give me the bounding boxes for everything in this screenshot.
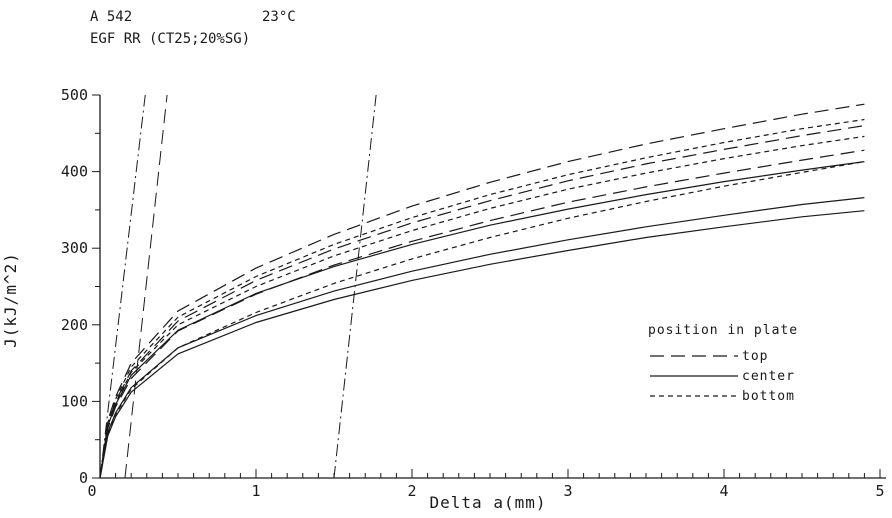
x-axis-title: Delta a(mm) <box>430 493 547 512</box>
plot-area: 0 1 2 3 4 5 0 100 200 300 400 500 <box>61 86 886 500</box>
y-tick-label: 300 <box>61 239 88 257</box>
blunting-line <box>99 94 146 479</box>
x-tick-label: 3 <box>563 482 572 500</box>
legend-label-center: center <box>742 369 795 384</box>
series-line-bottom <box>99 135 865 479</box>
y-axis-ticks: 0 100 200 300 400 500 <box>61 86 100 487</box>
series-line-center <box>99 210 865 479</box>
series-line-top <box>99 103 865 479</box>
series-line-bottom <box>99 118 865 479</box>
y-tick-label: 200 <box>61 316 88 334</box>
series-line-center <box>99 161 865 479</box>
legend-title: position in plate <box>648 323 798 338</box>
x-tick-label: 4 <box>719 482 728 500</box>
legend-label-bottom: bottom <box>742 389 795 404</box>
legend-label-top: top <box>742 349 768 364</box>
x-tick-label: 1 <box>251 482 260 500</box>
series-line-bottom <box>99 161 865 479</box>
y-tick-label: 100 <box>61 392 88 410</box>
x-tick-label: 5 <box>875 482 884 500</box>
series-layer <box>99 103 865 479</box>
x-tick-label: 0 <box>87 482 96 500</box>
blunting-line <box>333 94 377 479</box>
blunting-lines <box>99 94 377 479</box>
x-tick-label: 2 <box>407 482 416 500</box>
legend-entries: top center bottom <box>650 349 795 404</box>
x-axis-ticks: 0 1 2 3 4 5 <box>87 469 885 500</box>
y-tick-label: 400 <box>61 163 88 181</box>
y-tick-label: 500 <box>61 86 88 104</box>
series-line-top <box>99 149 865 479</box>
material-label: A 542 <box>90 9 132 25</box>
specimen-label: EGF RR (CT25;20%SG) <box>90 31 250 47</box>
temperature-label: 23°C <box>262 9 296 25</box>
legend: position in plate top center bottom <box>648 323 798 404</box>
y-axis-title: J(kJ/m^2) <box>1 252 20 348</box>
blunting-line <box>124 94 168 479</box>
series-line-center <box>99 197 865 479</box>
y-tick-label: 0 <box>79 469 88 487</box>
series-line-top <box>99 125 865 479</box>
